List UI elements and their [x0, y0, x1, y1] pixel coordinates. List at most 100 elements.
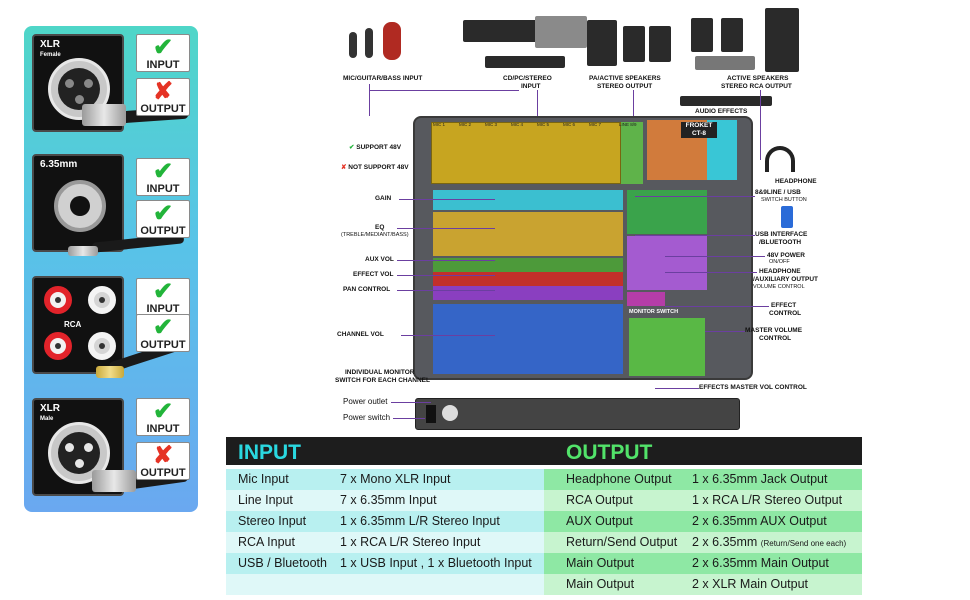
brand-plate: FROKET CT-8: [681, 122, 717, 138]
line-input-section: [621, 122, 643, 184]
output-name: Main Output: [566, 556, 635, 570]
speaker-icon: [649, 26, 671, 62]
output-title: OUTPUT: [566, 441, 653, 464]
cd-player-icon: [485, 56, 565, 68]
rear-panel: [415, 398, 740, 430]
check-icon: ✔: [152, 34, 174, 61]
label-48v-power: 48V POWER: [767, 252, 805, 259]
label-pa-output: PA/ACTIVE SPEAKERS: [589, 75, 661, 82]
power-outlet-icon: [442, 405, 458, 421]
label-effect-control: EFFECT: [771, 302, 797, 309]
headphone-icon: [765, 146, 795, 172]
jack-plug-icon: [68, 246, 98, 256]
output-badge: ✔ OUTPUT: [136, 314, 190, 352]
channel-tag: MIC 1: [433, 122, 446, 127]
output-name: Main Output: [566, 577, 635, 591]
output-badge: ✘ OUTPUT: [136, 78, 190, 116]
input-value: 1 x 6.35mm L/R Stereo Input: [340, 514, 500, 528]
input-section: [431, 122, 621, 184]
input-name: Mic Input: [238, 472, 289, 486]
jack-socket-shape: [54, 180, 106, 232]
label-pan-control: PAN CONTROL: [343, 286, 391, 293]
output-value: 2 x 6.35mm Main Output: [692, 556, 829, 570]
monitor-speaker-icon: [691, 18, 713, 52]
phone-icon: [781, 206, 793, 228]
output-value: 2 x XLR Main Output: [692, 577, 809, 591]
label-monitor-switch: INDIVIDUAL MONITOR: [345, 369, 415, 376]
output-value: 1 x RCA L/R Stereo Output: [692, 493, 843, 507]
monitor-speaker-icon: [721, 18, 743, 52]
input-badge: ✔ INPUT: [136, 398, 190, 436]
label-power-outlet: Power outlet: [343, 397, 388, 406]
model-name: CT-8: [691, 130, 707, 137]
input-value: 7 x 6.35mm Input: [340, 493, 437, 507]
channel-tag: MIC 6: [563, 122, 576, 127]
label-line-usb: 8&9LINE / USB: [755, 189, 801, 196]
label-aux-vol: AUX VOL: [365, 256, 394, 263]
connector-name: XLR: [40, 39, 60, 50]
xlr-female-plug-icon: [92, 470, 136, 492]
channel-tag: MIC 3: [485, 122, 498, 127]
input-badge: ✔ INPUT: [136, 278, 190, 316]
input-value: 1 x RCA L/R Stereo Input: [340, 535, 481, 549]
check-icon: ✔: [152, 398, 174, 425]
xlr-socket-shape: [48, 58, 110, 120]
output-badge: ✔ OUTPUT: [136, 200, 190, 238]
label-line-usb-sub: SWITCH BUTTON: [761, 197, 807, 203]
monitor-switch-section: [627, 292, 665, 306]
output-badge: ✘ OUTPUT: [136, 442, 190, 480]
output-name: RCA Output: [566, 493, 633, 507]
label-eq: EQ: [375, 224, 385, 231]
spec-table: INPUT OUTPUT Mic Input 7 x Mono XLR Inpu…: [226, 437, 862, 597]
output-badge-label: OUTPUT: [140, 103, 186, 115]
output-value: 2 x 6.35mm: [692, 535, 758, 549]
input-badge-label: INPUT: [146, 59, 180, 71]
input-name: Stereo Input: [238, 514, 307, 528]
mixer-body: FROKET CT-8 MIC 1 MIC 2 MIC 3 MIC 4 MIC …: [413, 116, 753, 380]
label-pa-output-2: STEREO OUTPUT: [597, 83, 653, 90]
label-gain: GAIN: [375, 195, 392, 202]
gain-band: [433, 190, 623, 210]
power-switch-icon[interactable]: [426, 405, 436, 423]
output-value: 2 x 6.35mm AUX Output: [692, 514, 827, 528]
label-eq-sub: (TREBLE/MEDIANT/BASS): [341, 232, 409, 238]
audio-effects-unit-icon: [680, 96, 772, 106]
label-master-volume-2: CONTROL: [759, 335, 792, 342]
cross-icon: ✘: [152, 78, 174, 105]
label-headphone: HEADPHONE: [775, 178, 817, 185]
label-not-support-48v: ✘ NOT SUPPORT 48V: [341, 164, 409, 171]
master-fader-section: [629, 318, 705, 376]
channel-tag: MIC 5: [537, 122, 550, 127]
input-badge: ✔ INPUT: [136, 158, 190, 196]
monitor-switch-label: MONITOR SWITCH: [629, 309, 679, 315]
eq-band: [433, 212, 623, 256]
output-name: Headphone Output: [566, 472, 672, 486]
table-row: Line Input 7 x 6.35mm Input RCA Output 1…: [226, 490, 862, 511]
amplifier-icon: [695, 56, 755, 70]
label-master-volume: MASTER VOLUME: [745, 327, 803, 334]
connector-name: 6.35mm: [40, 159, 78, 170]
check-icon: ✔: [152, 314, 174, 341]
speaker-icon: [623, 26, 645, 62]
check-icon: ✔: [152, 158, 174, 185]
output-badge-label: OUTPUT: [140, 467, 186, 479]
connector-name: XLR: [40, 403, 60, 414]
table-row: Mic Input 7 x Mono XLR Input Headphone O…: [226, 469, 862, 490]
label-channel-vol: CHANNEL VOL: [337, 331, 384, 338]
pa-speaker-icon: [587, 20, 617, 66]
input-badge-label: INPUT: [146, 423, 180, 435]
input-title: INPUT: [238, 441, 301, 464]
aux-master-section: [627, 236, 707, 290]
label-audio-effects: AUDIO EFFECTS: [695, 108, 748, 115]
usb-section: [627, 190, 707, 234]
output-name: AUX Output: [566, 514, 633, 528]
label-usb-interface: USB INTERFACE: [755, 231, 808, 238]
tower-speaker-icon: [765, 8, 799, 72]
input-name: USB / Bluetooth: [238, 556, 327, 570]
table-row: Stereo Input 1 x 6.35mm L/R Stereo Input…: [226, 511, 862, 532]
check-icon: ✔: [152, 200, 174, 227]
aux-band: [433, 258, 623, 272]
brand-name: FROKET: [685, 122, 713, 129]
output-name: Return/Send Output: [566, 535, 678, 549]
